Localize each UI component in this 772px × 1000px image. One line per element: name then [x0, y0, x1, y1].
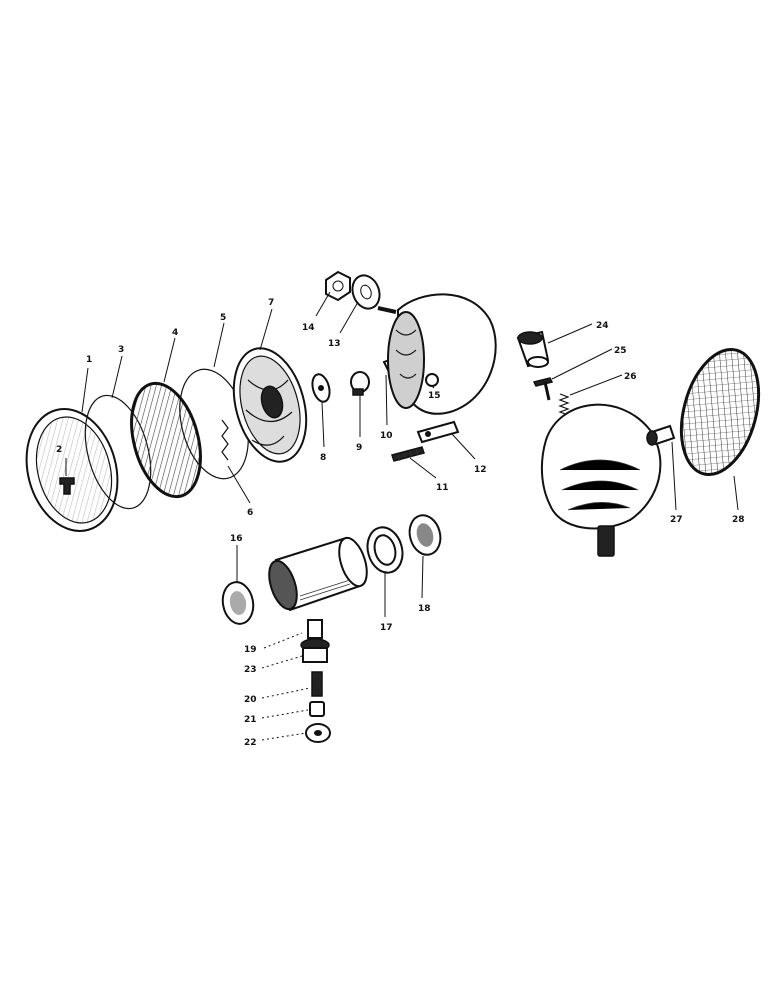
part-rim-clip	[59, 477, 75, 495]
part-bulb	[350, 371, 370, 396]
callout-12: 12	[474, 465, 487, 475]
callout-7: 7	[268, 298, 274, 308]
part-bolt	[391, 446, 425, 462]
leader-lines	[65, 291, 739, 741]
callout-21: 21	[244, 715, 257, 725]
callout-18: 18	[418, 604, 431, 614]
callout-5: 5	[220, 313, 226, 323]
part-reflector	[232, 347, 308, 463]
part-cap-18	[408, 514, 442, 556]
part-spot-lamp-body	[540, 403, 662, 557]
callout-15: 15	[428, 391, 441, 401]
callout-16: 16	[230, 534, 243, 544]
callout-17: 17	[380, 623, 393, 633]
callout-14: 14	[302, 323, 315, 333]
callout-23: 23	[244, 665, 257, 675]
callout-25: 25	[614, 346, 627, 356]
part-spring-wire	[221, 419, 229, 461]
callout-22: 22	[244, 738, 257, 748]
callout-labels: 1 2 3 4 5 6 7 8 9 10 11 12 13 14 15 16 1…	[56, 298, 745, 748]
part-lens	[130, 381, 202, 499]
part-lamp-body	[377, 293, 497, 415]
part-holder-plate	[311, 373, 331, 403]
callout-19: 19	[244, 645, 257, 655]
part-spot-lens	[679, 347, 761, 477]
callout-11: 11	[436, 483, 449, 493]
callout-27: 27	[670, 515, 683, 525]
callout-2: 2	[56, 445, 62, 455]
callout-9: 9	[356, 443, 362, 453]
part-connector	[416, 420, 460, 444]
callout-8: 8	[320, 453, 326, 463]
callout-10: 10	[380, 431, 393, 441]
callout-1: 1	[86, 355, 92, 365]
part-end-cap	[221, 581, 255, 625]
callout-24: 24	[596, 321, 609, 331]
callout-13: 13	[328, 339, 341, 349]
callout-4: 4	[172, 328, 178, 338]
part-pin	[532, 377, 554, 401]
part-ring-17	[366, 526, 404, 574]
part-terminal-stack	[300, 619, 331, 743]
part-rim	[25, 408, 119, 532]
part-washer	[351, 274, 381, 310]
callout-3: 3	[118, 345, 124, 355]
part-spot-bulb	[646, 424, 676, 446]
part-knob	[516, 330, 550, 368]
callout-26: 26	[624, 372, 637, 382]
callout-28: 28	[732, 515, 745, 525]
callout-6: 6	[247, 508, 253, 518]
part-tube	[268, 536, 368, 612]
part-nut	[325, 270, 351, 302]
callout-20: 20	[244, 695, 257, 705]
